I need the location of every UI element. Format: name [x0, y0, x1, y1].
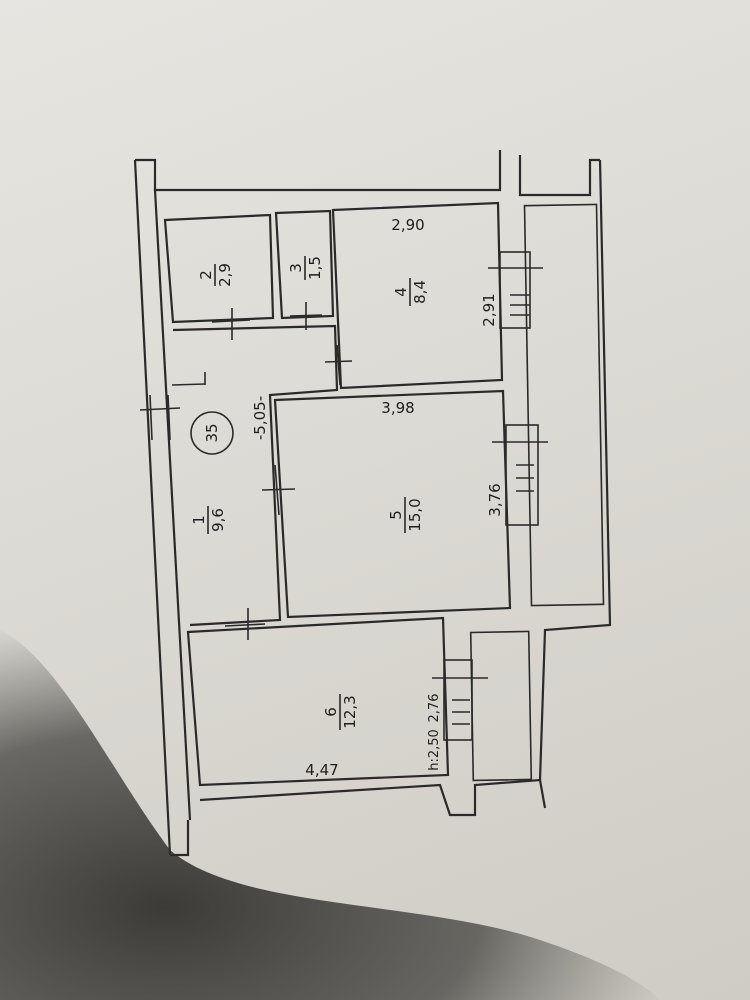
- room-walls: [163, 201, 512, 787]
- dim-room4-width: 2,90: [391, 216, 424, 234]
- room-label-6: 6 12,3: [322, 694, 359, 730]
- room-2-area: 2,9: [216, 263, 234, 287]
- dim-ceiling-height: h:2,50: [427, 729, 442, 771]
- room-label-2: 2 2,9: [197, 263, 234, 287]
- room-4-number: 4: [392, 287, 410, 297]
- dimensions: 2,90 3,98 4,47 2,91 3,76 -5,05- 2,76 h:2…: [251, 216, 504, 779]
- room-4-area: 8,4: [411, 280, 429, 304]
- dim-room6-width: 4,47: [305, 761, 338, 779]
- apartment-number: 35: [203, 423, 221, 442]
- dim-room6-depth: 2,76: [427, 694, 442, 723]
- apartment-number-marker: 35: [190, 411, 234, 455]
- room-6-number: 6: [322, 707, 340, 717]
- room-5-number: 5: [387, 510, 405, 520]
- dim-room5-depth: 3,76: [486, 483, 504, 516]
- room-label-5: 5 15,0: [387, 497, 424, 533]
- room-1-area: 9,6: [209, 508, 227, 532]
- room-3-number: 3: [287, 263, 305, 273]
- room-label-4: 4 8,4: [392, 278, 429, 306]
- room-label-3: 3 1,5: [287, 256, 324, 280]
- room-2-number: 2: [197, 270, 215, 280]
- room-3-area: 1,5: [306, 256, 324, 280]
- room-label-1: 1 9,6: [190, 506, 227, 534]
- room-1-number: 1: [190, 515, 208, 525]
- dim-room4-depth: 2,91: [480, 293, 498, 326]
- room-6-area: 12,3: [341, 695, 359, 728]
- room-5-area: 15,0: [406, 498, 424, 531]
- dim-room5-width: 3,98: [381, 399, 414, 417]
- dim-corridor-length: -5,05-: [251, 396, 269, 440]
